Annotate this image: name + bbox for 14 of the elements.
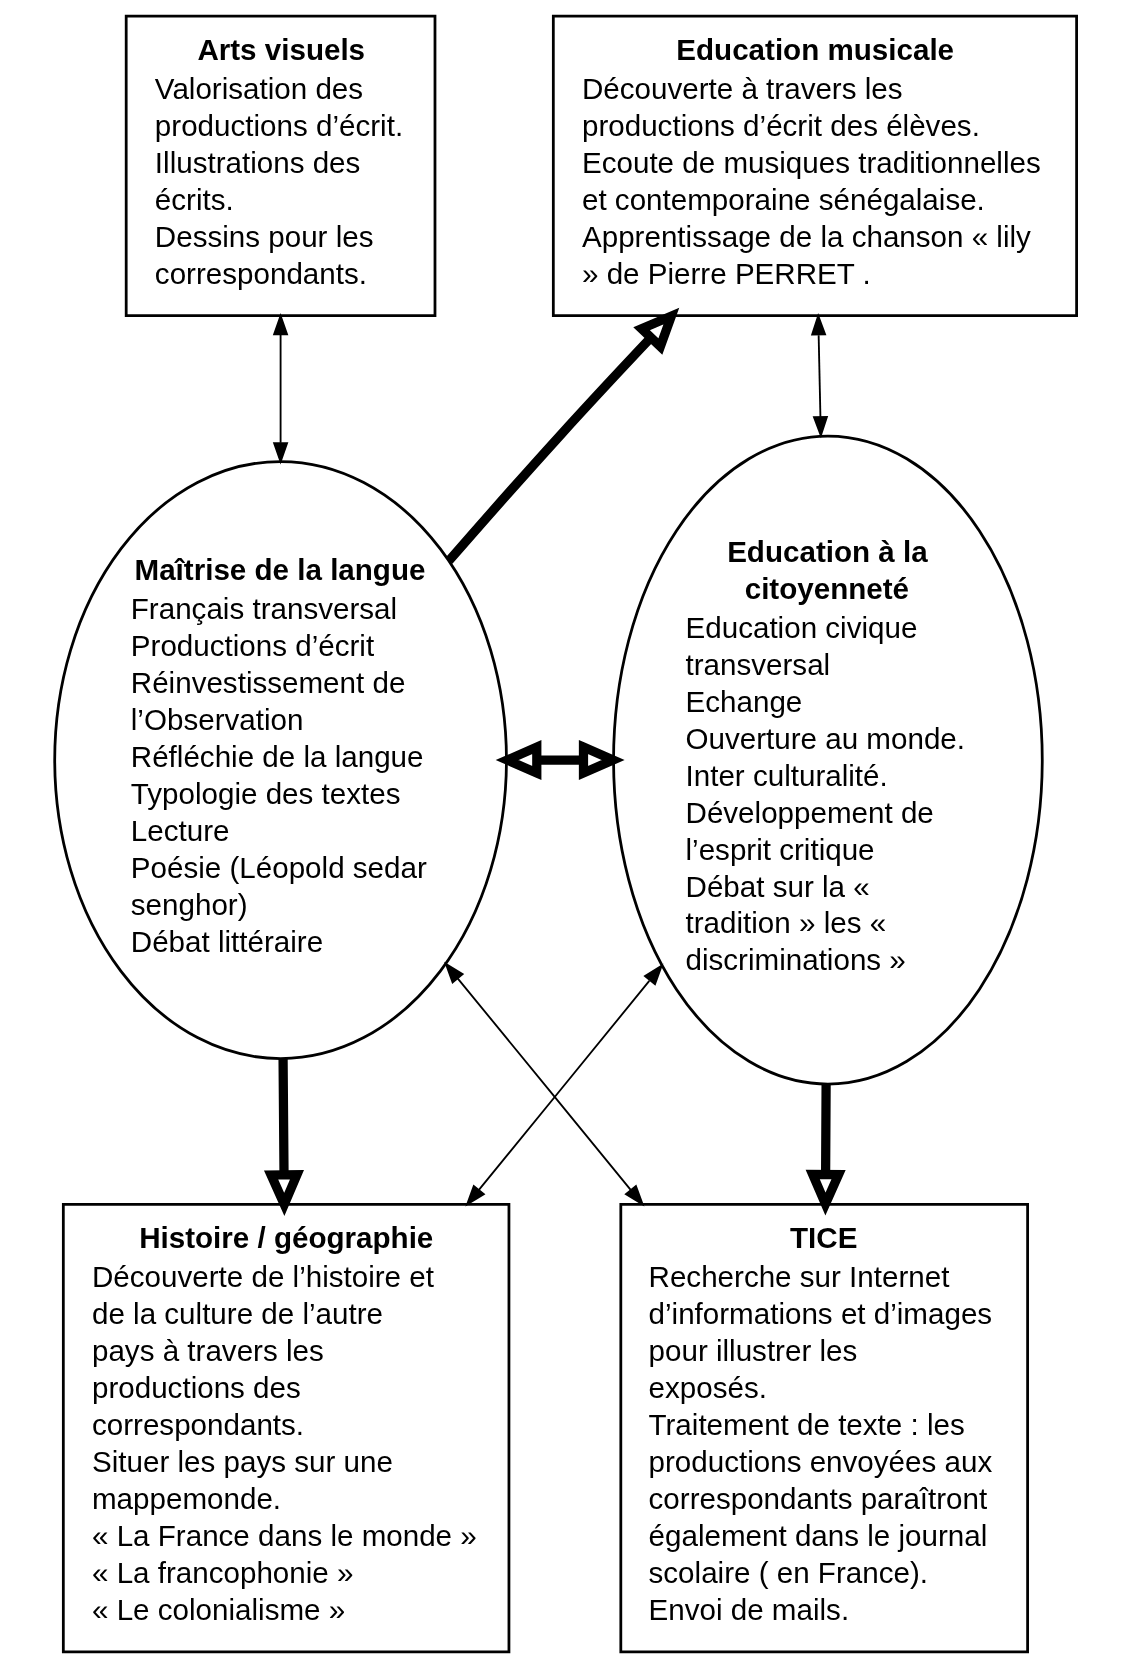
arrow	[445, 307, 680, 564]
node-box: TICE Recherche sur Internet d’informations et d’images pour illustrer les exposés. Traitement de texte : les productions envoyées aux correspondants paraîtront également dans le journal scolaire ( en France). Envoi de mails.	[619, 1203, 1029, 1654]
arrow	[495, 740, 625, 781]
arrow	[272, 313, 289, 465]
arrow	[263, 1058, 304, 1216]
node-box: Arts visuels Valorisation des productions d’écrit. Illustrations des écrits. Dessins pour les correspondants.	[124, 14, 437, 317]
arrow	[805, 1084, 846, 1216]
arrow	[465, 963, 664, 1207]
arrow	[810, 313, 829, 439]
node-box: Education musicale Découverte à travers les productions d’écrit des élèves. Ecoute de musiques traditionnelles et contemporaine sénégalaise. Apprentissage de la chanson « lily » de Pierre PERRET .	[551, 14, 1078, 317]
arrow	[444, 961, 645, 1207]
node-ellipse: Maîtrise de la langue Français transversal Productions d’écrit Réinvestissement de l’Observation Réfléchie de la langue Typologie des textes Lecture Poésie (Léopold sedar senghor) Débat littéraire	[53, 460, 508, 1060]
node-ellipse: Education à la citoyenneté Education civique transversal Echange Ouverture au monde. Inter culturalité. Développement de l’esprit critique Débat sur la « tradition » les « discriminations »	[612, 434, 1044, 1086]
node-box: Histoire / géographie Découverte de l’histoire et de la culture de l’autre pays à travers les productions des correspondants. Situer les pays sur une mappemonde. « La France dans le monde » « La francophonie » « Le colonialisme »	[61, 1203, 511, 1654]
